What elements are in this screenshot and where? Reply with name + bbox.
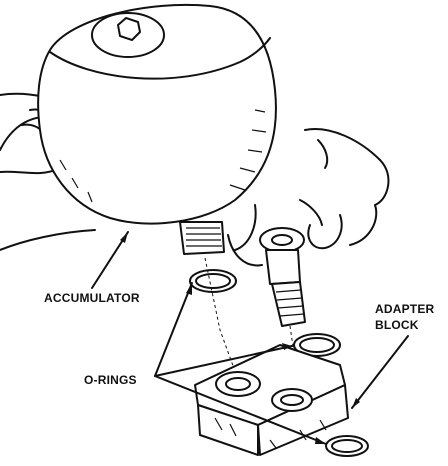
alignment-lines (204, 257, 301, 396)
leader-lines (91, 231, 409, 445)
banjo-fitting (259, 227, 306, 327)
o-rings-label: O-RINGS (84, 373, 137, 387)
adapter-label-line1: ADAPTER (375, 302, 435, 316)
accumulator-body (37, 3, 277, 225)
o-ring-bottom (325, 435, 369, 457)
right-hand (227, 128, 390, 267)
accumulator-fitting (179, 221, 225, 255)
adapter-label-line2: BLOCK (375, 318, 419, 332)
adapter-block (194, 344, 349, 456)
accumulator-label: ACCUMULATOR (44, 291, 140, 305)
o-ring-middle (293, 333, 341, 357)
o-ring-top (189, 269, 237, 293)
